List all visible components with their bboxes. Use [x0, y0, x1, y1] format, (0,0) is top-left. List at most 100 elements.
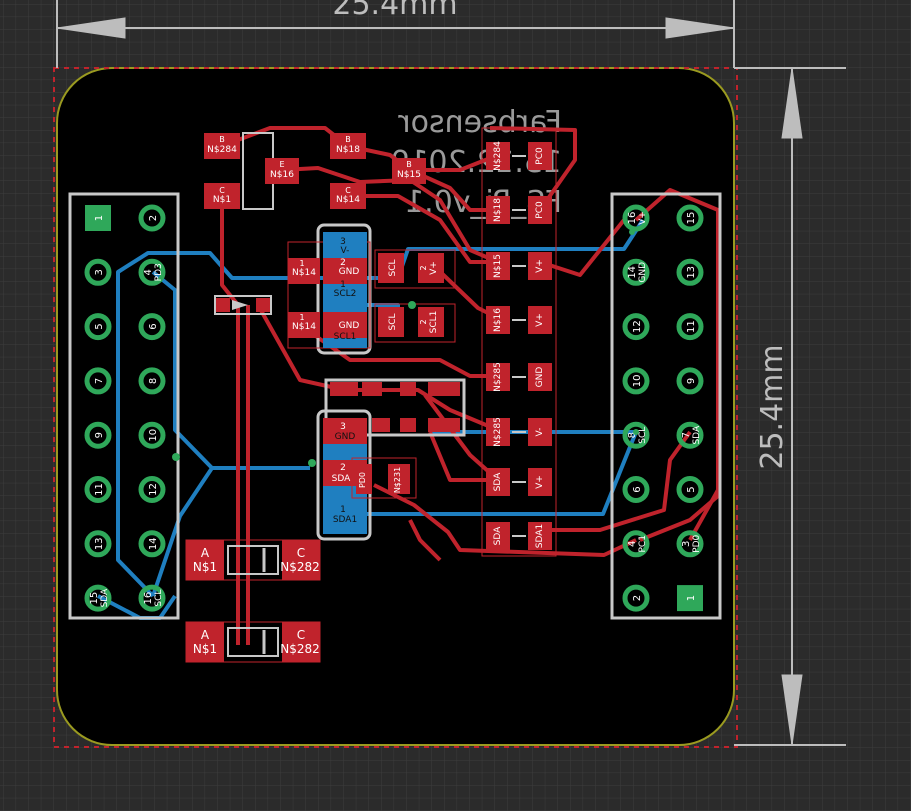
left-header-pin-6[interactable]: 6 — [138, 313, 166, 341]
pad-n14-a[interactable] — [288, 258, 320, 284]
pad-scl-b[interactable] — [378, 307, 404, 337]
pad-n14-b-label: N$14 — [292, 322, 316, 332]
jumper-5-left-label: N$285 — [493, 362, 503, 392]
right-header-pin-5[interactable]: 5 — [676, 476, 704, 503]
left-header-pin-2[interactable]: 2 — [138, 204, 166, 232]
pad-n14-b[interactable] — [288, 312, 320, 338]
pad-pd0[interactable] — [356, 464, 372, 494]
pad-e1-letter: E — [279, 160, 284, 169]
pad-scl1-b-num: 2 — [419, 319, 428, 324]
right-header-pin-1[interactable]: 1 — [677, 585, 703, 612]
pad-b2[interactable]: B N$18 — [330, 133, 366, 159]
pad-n231-label: N$231 — [393, 467, 402, 493]
jumper-7-right-label: V+ — [535, 475, 545, 489]
led-2-anode-letter: A — [201, 628, 210, 642]
right-header-pin-15-num: 15 — [686, 212, 697, 225]
pad-b3-letter: B — [406, 160, 412, 169]
left-header-pin-3-num: 3 — [94, 269, 105, 275]
right-header-pin-14-net: GND — [638, 262, 648, 283]
led-1[interactable]: AN$1CN$282 — [185, 539, 321, 581]
pad-n14-a-num: 1 — [299, 259, 304, 268]
pad-vplus-a[interactable] — [418, 253, 444, 283]
jumper-2-right-label: PC0 — [535, 201, 545, 219]
pad-e1[interactable]: E N$16 — [265, 158, 299, 184]
connector-bottom-num-1: 1 — [340, 505, 346, 515]
right-header-pin-10[interactable]: 10 — [622, 367, 650, 395]
right-header-pin-11[interactable]: 11 — [676, 313, 704, 341]
pad-n14-b-num: 1 — [299, 313, 304, 322]
pad-scl-a[interactable] — [378, 253, 404, 283]
left-header-pin-12[interactable]: 12 — [138, 476, 166, 503]
left-header-pin-10[interactable]: 10 — [138, 421, 166, 449]
connector-bottom: 3 GND 2 SDA 1 SDA1 PD0 N$231 — [316, 409, 417, 541]
left-header-pin-5[interactable]: 5 — [84, 313, 112, 341]
connector-top-pin-scl1: SCL1 — [334, 332, 357, 342]
jumper-3-right-label: V+ — [535, 259, 545, 273]
pad-n231[interactable] — [388, 464, 410, 494]
left-header-pin-1[interactable]: 1 — [85, 205, 111, 231]
pad-scl1-b-label: SCL1 — [429, 311, 439, 334]
pad-vplus-a-num: 2 — [419, 265, 428, 270]
left-header-pin-14[interactable]: 14 — [138, 530, 166, 558]
right-header-pin-5-num: 5 — [686, 486, 697, 492]
left-header-pin-11[interactable]: 11 — [84, 476, 112, 503]
jumper-5-right-label: GND — [535, 367, 545, 388]
left-header-pin-13-num: 13 — [94, 537, 105, 550]
right-header-pin-2[interactable]: 2 — [622, 584, 650, 612]
right-header-pin-9[interactable]: 9 — [676, 367, 704, 395]
middle-ic-outline — [324, 378, 466, 437]
right-header-pin-15[interactable]: 15 — [676, 204, 704, 232]
left-header-pin-3[interactable]: 3 — [84, 258, 112, 286]
connector-top-num-2: 2 — [340, 258, 346, 268]
jumper-4-left-label: N$16 — [493, 308, 503, 332]
left-header-pin-8[interactable]: 8 — [138, 367, 166, 395]
led-2-cathode-letter: C — [297, 628, 305, 642]
pad-c2[interactable]: C N$14 — [330, 183, 366, 209]
pad-scl1-b[interactable] — [418, 307, 444, 337]
connector-top: 3 V- 2 GND 1 SCL2 GND SCL1 1 N$14 1 N$14… — [287, 223, 456, 355]
left-header-pin-1-num: 1 — [94, 215, 105, 221]
right-header-pin-9-num: 9 — [686, 378, 697, 384]
pad-b1[interactable]: B N$284 — [204, 133, 240, 159]
transistor-group: B N$284 C N$1 E N$16 B N$18 C N$14 B N$1… — [204, 132, 426, 210]
connector-top-pin-scl2: SCL2 — [334, 289, 357, 299]
left-header-pin-16-net: SCL — [154, 590, 164, 607]
left-header-pin-13[interactable]: 13 — [84, 530, 112, 558]
right-header-pin-8-net: SCL — [638, 427, 648, 444]
pad-b2-letter: B — [345, 135, 351, 144]
pad-c1[interactable]: C N$1 — [204, 183, 240, 209]
left-header-pin-9[interactable]: 9 — [84, 421, 112, 449]
board-body — [57, 68, 734, 745]
right-header-pin-16-net: V+ — [638, 211, 648, 225]
board-title-line-1: Farbsensor — [398, 105, 562, 140]
right-header-pin-6[interactable]: 6 — [622, 476, 650, 503]
left-header-pin-5-num: 5 — [94, 323, 105, 329]
pad-b3[interactable]: B N$15 — [392, 158, 426, 184]
dimension-horizontal — [56, 0, 735, 68]
right-header-pin-2-num: 2 — [632, 595, 643, 601]
right-header-pin-12[interactable]: 12 — [622, 313, 650, 341]
led-2[interactable]: AN$1CN$282 — [185, 621, 321, 663]
jumper-5[interactable]: N$285 GND — [486, 362, 552, 392]
right-header-pin-4-net: PC1 — [638, 535, 648, 552]
right-header-pin-13[interactable]: 13 — [676, 258, 704, 286]
left-header-pin-7[interactable]: 7 — [84, 367, 112, 395]
